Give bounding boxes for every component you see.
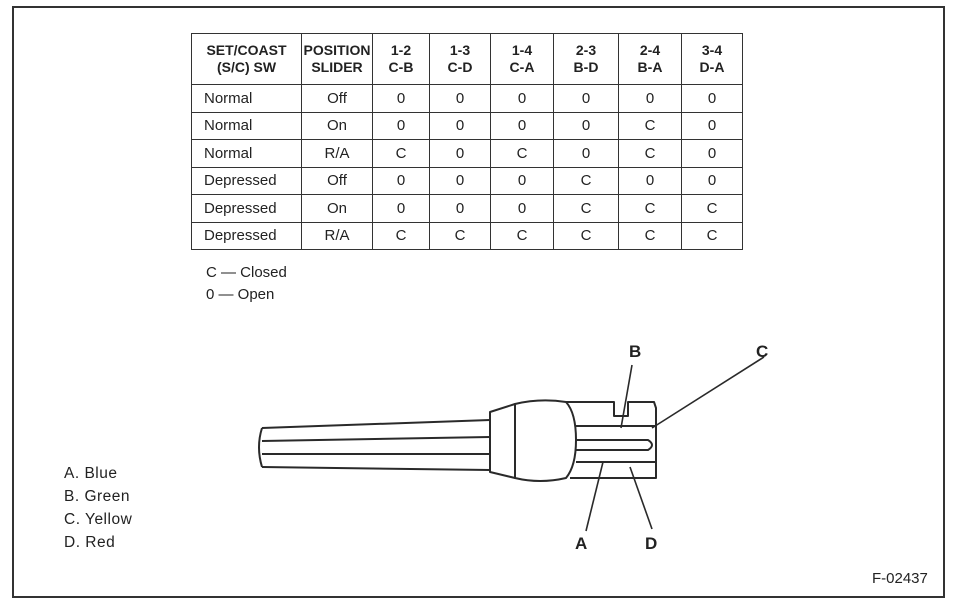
table-cell: Normal: [191, 84, 302, 113]
table-cell: 0: [372, 84, 430, 113]
table-cell: 0: [372, 194, 430, 223]
table-cell: 0: [553, 84, 619, 113]
table-cell: R/A: [301, 221, 373, 250]
table-cell: Off: [301, 84, 373, 113]
figure-id: F-02437: [872, 570, 928, 587]
callout-d: D: [645, 534, 657, 553]
figure-frame: [12, 6, 945, 598]
legend-open: 0 — Open: [206, 286, 275, 303]
table-cell: C: [681, 194, 743, 223]
table-cell: C: [490, 221, 554, 250]
table-cell: On: [301, 194, 373, 223]
table-cell: 0: [681, 139, 743, 168]
table-row: Depressed Off 0 0 0 C 0 0: [191, 166, 743, 195]
table-cell: 0: [429, 194, 491, 223]
connector-boot: [489, 403, 516, 479]
legend-wire-d: D. Red: [64, 534, 116, 551]
table-cell: 0: [372, 111, 430, 140]
table-cell: Depressed: [191, 221, 302, 250]
table-cell: On: [301, 111, 373, 140]
table-cell: Depressed: [191, 194, 302, 223]
table-cell: Normal: [191, 139, 302, 168]
table-cell: C: [553, 166, 619, 195]
table-cell: R/A: [301, 139, 373, 168]
callout-a: A: [575, 534, 587, 553]
wire-1: [261, 419, 491, 429]
table-cell: C: [618, 221, 682, 250]
callout-c: C: [756, 342, 768, 361]
table-cell: C: [372, 221, 430, 250]
header-sc-switch: SET/COAST(S/C) SW: [191, 33, 302, 85]
table-cell: 0: [429, 139, 491, 168]
table-cell: 0: [681, 84, 743, 113]
legend-closed: C — Closed: [206, 264, 287, 281]
connector-slot: [576, 439, 653, 451]
leader-a: [585, 461, 604, 532]
table-cell: 0: [490, 166, 554, 195]
table-cell: C: [553, 221, 619, 250]
table-cell: 0: [681, 166, 743, 195]
wire-color-legend: A. Blue B. Green C. Yellow D. Red: [64, 462, 132, 554]
table-cell: 0: [490, 194, 554, 223]
leader-d: [629, 466, 653, 530]
table-cell: C: [553, 194, 619, 223]
table-cell: C: [618, 139, 682, 168]
connector-housing: [566, 401, 657, 479]
table-cell: 0: [429, 166, 491, 195]
table-cell: 0: [618, 84, 682, 113]
connector-collar: [514, 399, 577, 482]
table-cell: Depressed: [191, 166, 302, 195]
legend-wire-a: A. Blue: [64, 465, 118, 482]
table-cell: 0: [618, 166, 682, 195]
table-cell: 0: [490, 111, 554, 140]
table-row: Normal Off 0 0 0 0 0 0: [191, 84, 743, 113]
table-cell: 0: [429, 111, 491, 140]
table-row: Depressed R/A C C C C C C: [191, 221, 743, 250]
legend-wire-b: B. Green: [64, 488, 131, 505]
table-cell: 0: [372, 166, 430, 195]
leader-c: [651, 356, 765, 429]
table-row: Normal On 0 0 0 0 C 0: [191, 111, 743, 140]
table-cell: 0: [429, 84, 491, 113]
table-cell: C: [372, 139, 430, 168]
table-cell: C: [681, 221, 743, 250]
table-cell: 0: [681, 111, 743, 140]
wire-2: [261, 436, 491, 442]
table-row: Normal R/A C 0 C 0 C 0: [191, 139, 743, 168]
legend-wire-c: C. Yellow: [64, 511, 133, 528]
table-cell: Off: [301, 166, 373, 195]
table-row: Depressed On 0 0 0 C C C: [191, 194, 743, 223]
table-cell: 0: [490, 84, 554, 113]
leader-b: [620, 364, 633, 429]
state-legend: C — Closed 0 — Open: [206, 262, 287, 306]
wire-ends: [258, 427, 263, 468]
wire-4: [261, 466, 491, 471]
callout-b: B: [629, 342, 641, 361]
